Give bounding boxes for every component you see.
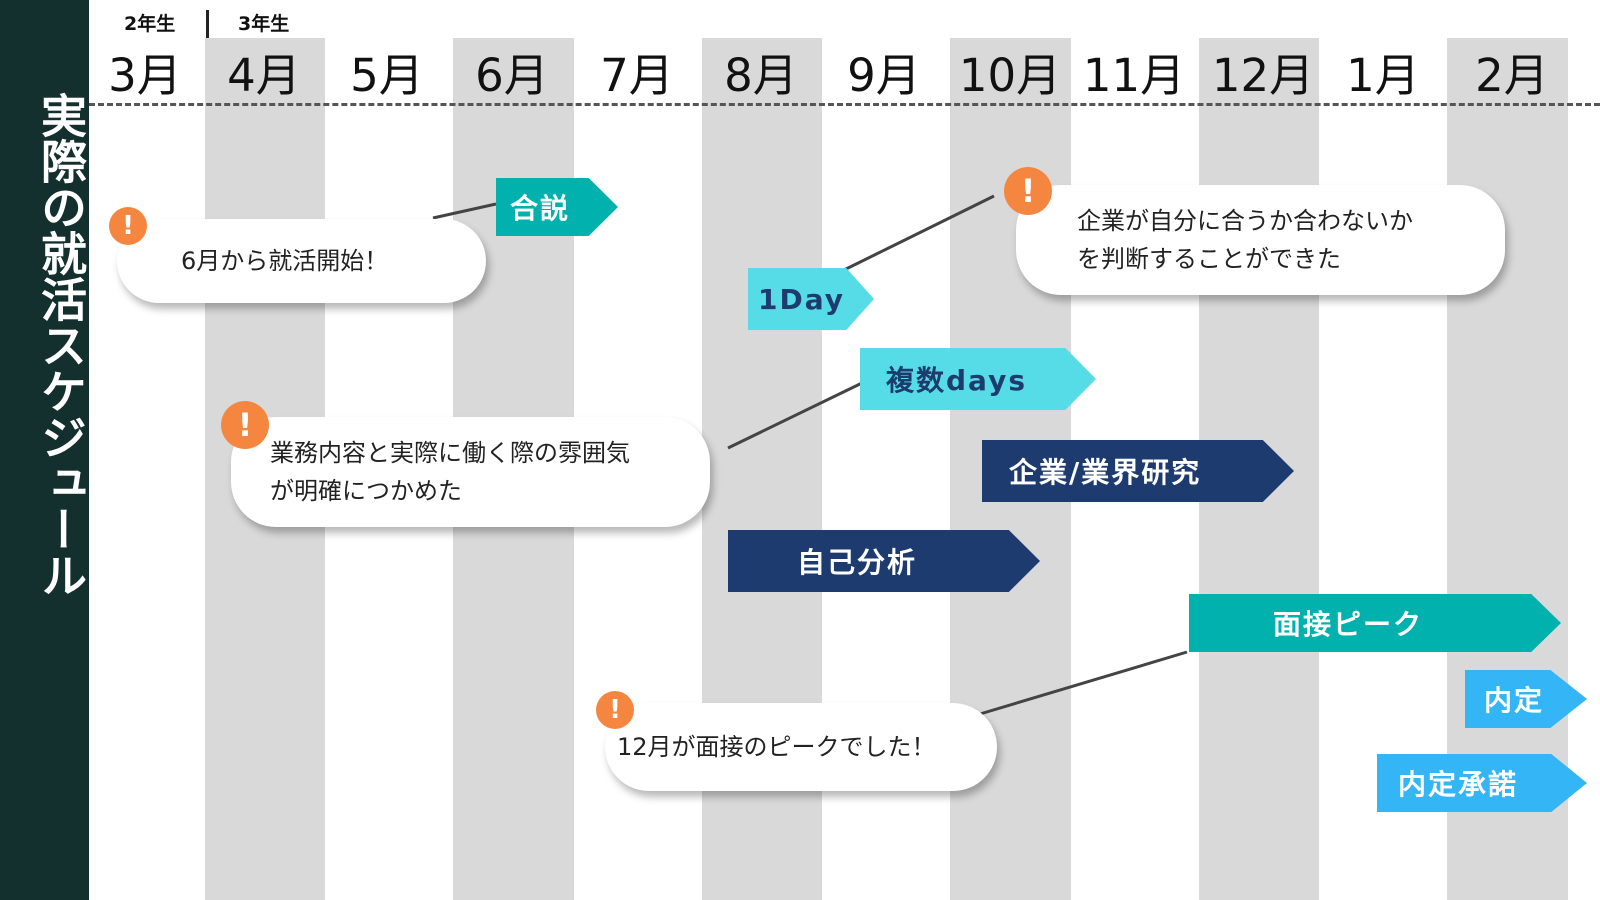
grade-divider [206, 10, 209, 38]
page-title: 実際の就活スケジュール [34, 92, 88, 598]
bar-self-analysis: 自己分析 [728, 530, 1040, 592]
callout-1day: 企業が自分に合うか合わないか を判断することができた [1016, 185, 1505, 295]
bar-label: 内定 [1484, 684, 1545, 717]
month-label: 6月 [475, 49, 549, 102]
bar-1day: 1Day [748, 268, 874, 330]
callout-text: 業務内容と実際に働く際の雰囲気 [270, 439, 630, 467]
grade-label-3rd-year: 3年生 [238, 13, 290, 35]
bar-gosetsu: 合説 [496, 178, 618, 236]
bar-multidays: 複数days [860, 348, 1096, 410]
bar-label: 面接ピーク [1273, 608, 1424, 641]
month-label: 5月 [350, 49, 424, 102]
month-label: 8月 [724, 49, 798, 102]
bar-label: 自己分析 [797, 546, 918, 579]
month-label: 2月 [1475, 49, 1549, 102]
month-label: 9月 [847, 49, 921, 102]
timeline-divider [89, 103, 1600, 106]
callout-text: 企業が自分に合うか合わないか [1077, 207, 1413, 235]
callout-interview: 12月が面接のピークでした！ [605, 703, 997, 791]
grade-label-2nd-year: 2年生 [124, 13, 176, 35]
warning-icon: ! [1004, 167, 1052, 215]
bar-label: 内定承諾 [1398, 768, 1519, 801]
bar-naitei-acceptance: 内定承諾 [1377, 754, 1587, 812]
callout-text: を判断することができた [1077, 245, 1341, 273]
bar-label: 企業/業界研究 [1009, 456, 1202, 489]
sidebar: 実際の就活スケジュール [0, 0, 89, 900]
month-label: 11月 [1082, 49, 1186, 102]
callout-multidays: 業務内容と実際に働く際の雰囲気 が明確につかめた [231, 417, 710, 527]
warning-icon: ! [221, 401, 269, 449]
month-label: 4月 [227, 49, 301, 102]
month-label: 3月 [108, 49, 182, 102]
month-label: 12月 [1211, 49, 1315, 102]
warning-icon: ! [596, 691, 634, 729]
callout-start: 6月から就活開始！ [117, 219, 486, 303]
callout-text: 6月から就活開始！ [181, 247, 389, 275]
bar-label: 合説 [510, 192, 571, 225]
callout-text: 12月が面接のピークでした！ [617, 733, 936, 761]
bar-interview-peak: 面接ピーク [1189, 594, 1561, 652]
month-label: 1月 [1346, 49, 1420, 102]
month-label: 7月 [600, 49, 674, 102]
bar-label: 複数days [886, 364, 1027, 397]
bar-company-research: 企業/業界研究 [982, 440, 1294, 502]
callout-text: が明確につかめた [270, 477, 462, 505]
warning-icon: ! [109, 207, 147, 245]
bar-label: 1Day [758, 282, 846, 316]
month-label: 10月 [958, 49, 1062, 102]
